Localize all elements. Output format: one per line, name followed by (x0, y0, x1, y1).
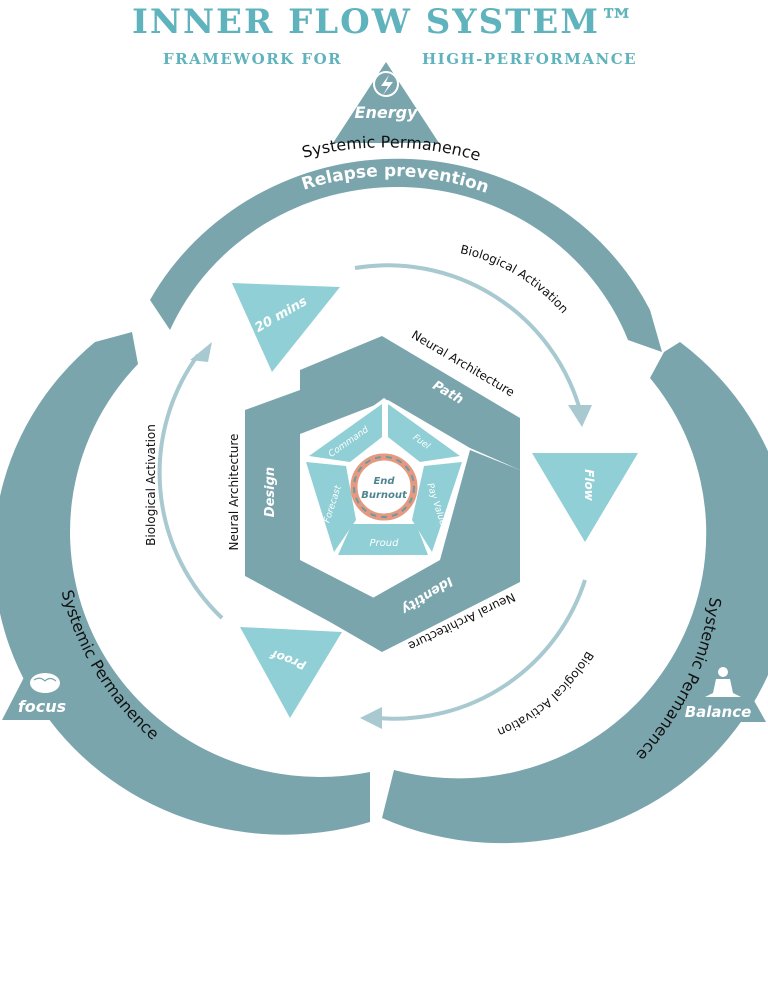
arrow-left (160, 355, 222, 618)
center-line1: End (373, 476, 395, 487)
corner-energy-label: Energy (355, 103, 419, 122)
corner-balance-label: Balance (685, 703, 752, 721)
triangle-proof: Proof (240, 627, 342, 718)
bio-label-bottom: Biological Activation (495, 649, 596, 739)
svg-text:Design: Design (263, 467, 278, 517)
corner-focus-label: focus (18, 697, 66, 716)
ouroboros-icon (354, 457, 414, 517)
triangle-20mins: 20 mins (232, 283, 340, 372)
svg-text:Flow: Flow (582, 469, 596, 502)
triangle-flow: Flow (532, 453, 638, 542)
bio-label-left: Biological Activation (144, 424, 158, 546)
svg-text:Proud: Proud (370, 538, 400, 549)
brain-icon (30, 673, 60, 693)
neural-label-left: Neural Architecture (227, 434, 241, 551)
ring-segment-top (150, 159, 662, 352)
center-line2: Burnout (361, 490, 408, 501)
corner-top: Energy (333, 62, 439, 143)
bio-label-top: Biological Activation (459, 242, 571, 316)
